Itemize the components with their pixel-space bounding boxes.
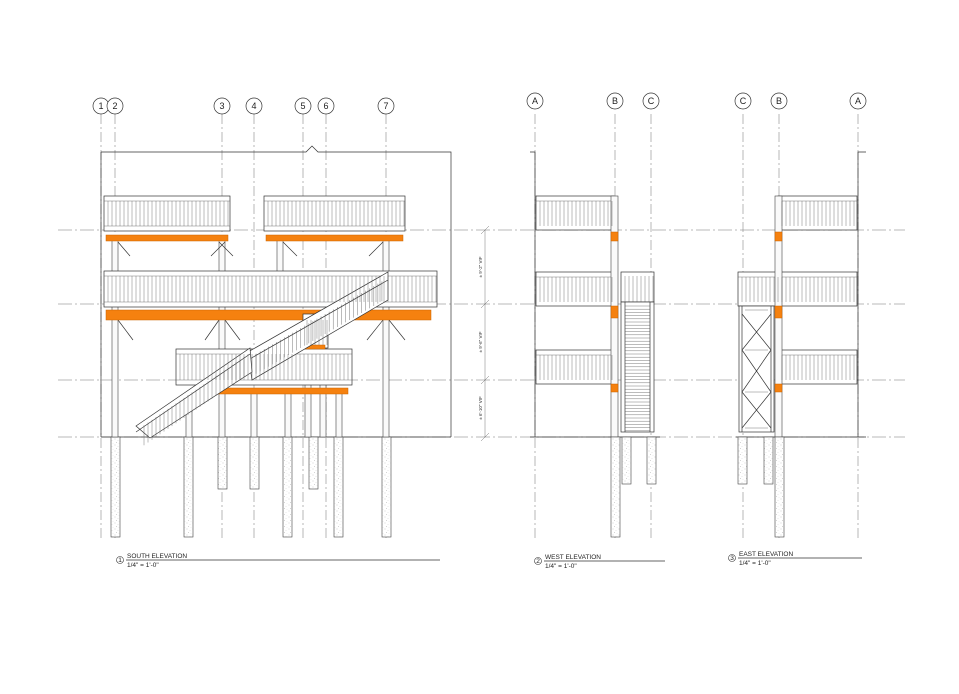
grid-label-4: 4 xyxy=(251,101,256,111)
west-grid-bubbles: A B C xyxy=(526,92,660,110)
west-railing-level-1 xyxy=(535,349,615,385)
south-upper-beam-left xyxy=(105,234,229,242)
west-beam-marker-1 xyxy=(610,383,619,393)
grid-bubble-1: 1 xyxy=(92,97,110,115)
west-railing-level-3 xyxy=(535,195,615,231)
south-upper-railing-right xyxy=(263,195,406,232)
west-elevation: A B C 2 WEST ELEVATI xyxy=(526,92,665,570)
west-stair-tower xyxy=(620,301,655,433)
east-view-scale: 1/4" = 1'-0" xyxy=(739,560,771,567)
south-dimension-string: ± 9'-2" VIF ± 9'-6" VIF ± 6'-10" VIF xyxy=(478,225,490,442)
south-view-title: SOUTH ELEVATION xyxy=(127,553,187,560)
grid-label-5: 5 xyxy=(300,101,305,111)
east-grid-bubbles: C B A xyxy=(734,92,867,110)
grid-bubble-b: B xyxy=(606,92,624,110)
east-view-number: 3 xyxy=(730,555,734,562)
east-title-block: 3 EAST ELEVATION 1/4" = 1'-0" xyxy=(728,551,862,567)
south-upper-beam-right xyxy=(265,234,404,242)
west-piles xyxy=(610,436,657,538)
west-grid-label-c: C xyxy=(648,96,655,106)
south-grid-bubbles: 1 2 3 4 5 6 7 xyxy=(92,97,395,115)
dimension-level-2: ± 9'-6" VIF xyxy=(478,331,483,352)
west-view-number: 2 xyxy=(536,558,540,565)
east-beam-marker-3 xyxy=(774,231,783,242)
grid-bubble-6: 6 xyxy=(317,97,335,115)
east-beam-marker-2 xyxy=(774,305,783,319)
south-balusters xyxy=(107,201,437,446)
west-view-title: WEST ELEVATION xyxy=(545,554,601,561)
east-stair-tower xyxy=(738,305,775,433)
south-piles xyxy=(110,436,392,538)
dimension-level-1: ± 6'-10" VIF xyxy=(478,396,483,420)
grid-bubble-a: A xyxy=(526,92,544,110)
east-elevation: C B A 3 EAST ELEVA xyxy=(728,92,867,567)
east-railing-level-2 xyxy=(737,271,858,307)
east-piles xyxy=(737,436,785,538)
east-beam-marker-1 xyxy=(774,383,783,393)
grid-bubble-2: 2 xyxy=(106,97,124,115)
building-outline xyxy=(101,145,452,437)
west-railing-level-2 xyxy=(535,271,615,307)
south-braces xyxy=(117,241,406,341)
east-grid-label-c: C xyxy=(740,96,747,106)
grid-label-1: 1 xyxy=(98,101,103,111)
east-building-outline xyxy=(736,151,866,438)
west-stair-top-railing xyxy=(620,271,655,303)
south-view-number: 1 xyxy=(118,557,122,564)
south-view-scale: 1/4" = 1'-0" xyxy=(127,562,159,569)
east-grid-label-b: B xyxy=(776,96,782,106)
grid-label-2: 2 xyxy=(112,101,117,111)
east-balusters xyxy=(741,201,855,380)
grid-bubble-a-east: A xyxy=(849,92,867,110)
west-beam-marker-2 xyxy=(610,305,619,319)
east-railing-level-1 xyxy=(777,349,858,385)
grid-bubble-c-east: C xyxy=(734,92,752,110)
grid-bubble-3: 3 xyxy=(213,97,231,115)
south-upper-railing-left xyxy=(103,195,231,232)
grid-bubble-b-east: B xyxy=(770,92,788,110)
west-title-block: 2 WEST ELEVATION 1/4" = 1'-0" xyxy=(534,554,665,570)
west-view-scale: 1/4" = 1'-0" xyxy=(545,563,577,570)
grid-bubble-c: C xyxy=(642,92,660,110)
west-grid-label-a: A xyxy=(532,96,538,106)
grid-bubble-7: 7 xyxy=(377,97,395,115)
west-balusters xyxy=(539,201,654,380)
dimension-level-3: ± 9'-2" VIF xyxy=(478,256,483,277)
west-building-outline xyxy=(530,151,660,438)
east-grid-label-a: A xyxy=(855,96,861,106)
west-beam-marker-3 xyxy=(610,231,619,242)
grid-label-6: 6 xyxy=(323,101,328,111)
grid-label-7: 7 xyxy=(383,101,388,111)
grid-label-3: 3 xyxy=(219,101,224,111)
east-view-title: EAST ELEVATION xyxy=(739,551,793,558)
south-posts xyxy=(111,239,390,438)
west-grid-label-b: B xyxy=(612,96,618,106)
grid-bubble-4: 4 xyxy=(245,97,263,115)
south-elevation: 1 2 3 4 5 6 7 xyxy=(92,97,490,569)
south-middle-beam xyxy=(105,309,432,321)
south-title-block: 1 SOUTH ELEVATION 1/4" = 1'-0" xyxy=(116,553,440,569)
grid-bubble-5: 5 xyxy=(294,97,312,115)
